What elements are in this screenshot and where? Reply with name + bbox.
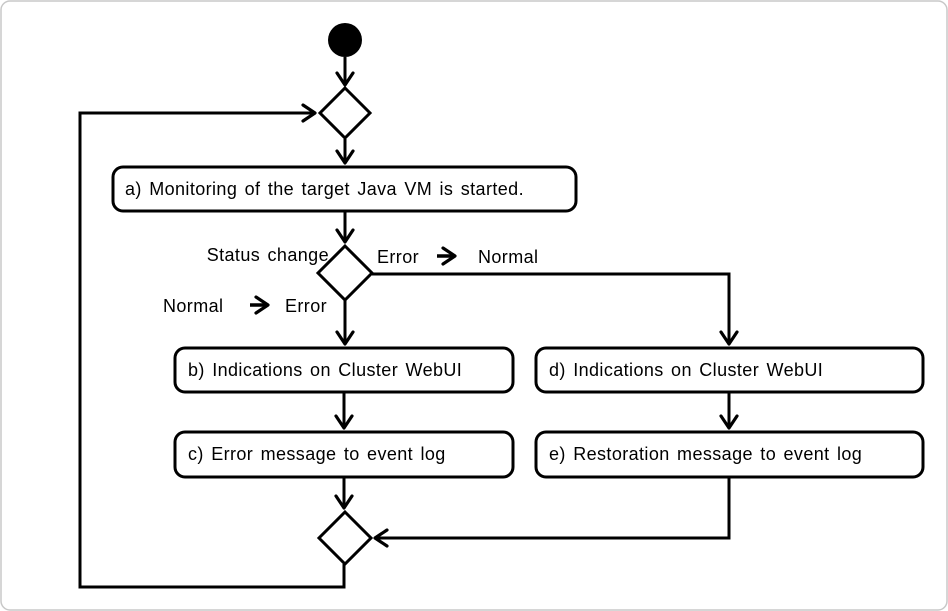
edge-activity-e-to-merge2 bbox=[373, 477, 731, 548]
initial-state-node bbox=[328, 23, 362, 57]
activity-label-e: e) Restoration message to event log bbox=[549, 444, 862, 464]
activity-box-d bbox=[534, 346, 925, 394]
edge-loop-back-to-merge1 bbox=[78, 103, 346, 589]
guard-from-text: Error bbox=[377, 247, 419, 267]
guard-from-text: Normal bbox=[163, 296, 223, 316]
merge-node-bottom bbox=[316, 509, 374, 567]
guard-to-text: Normal bbox=[478, 247, 538, 267]
activity-label-d: d) Indications on Cluster WebUI bbox=[549, 360, 823, 380]
activity-label-b: b) Indications on Cluster WebUI bbox=[188, 360, 462, 380]
activity-label-c: c) Error message to event log bbox=[188, 444, 446, 464]
activity-box-e bbox=[534, 430, 925, 479]
activity-label-a: a) Monitoring of the target Java VM is s… bbox=[125, 179, 524, 199]
activity-box-a bbox=[111, 165, 578, 213]
activity-box-c bbox=[173, 430, 515, 479]
merge-node-top bbox=[317, 85, 373, 141]
guard-to-text: Error bbox=[285, 296, 327, 316]
decision-node-status-change bbox=[315, 243, 375, 303]
guard-error-to-normal: Error Normal bbox=[377, 246, 538, 267]
guard-normal-to-error: Normal Error bbox=[163, 295, 327, 316]
activity-box-b bbox=[173, 346, 515, 394]
decision-label: Status change bbox=[207, 245, 329, 265]
edge-decision-to-activity-d bbox=[372, 272, 739, 346]
